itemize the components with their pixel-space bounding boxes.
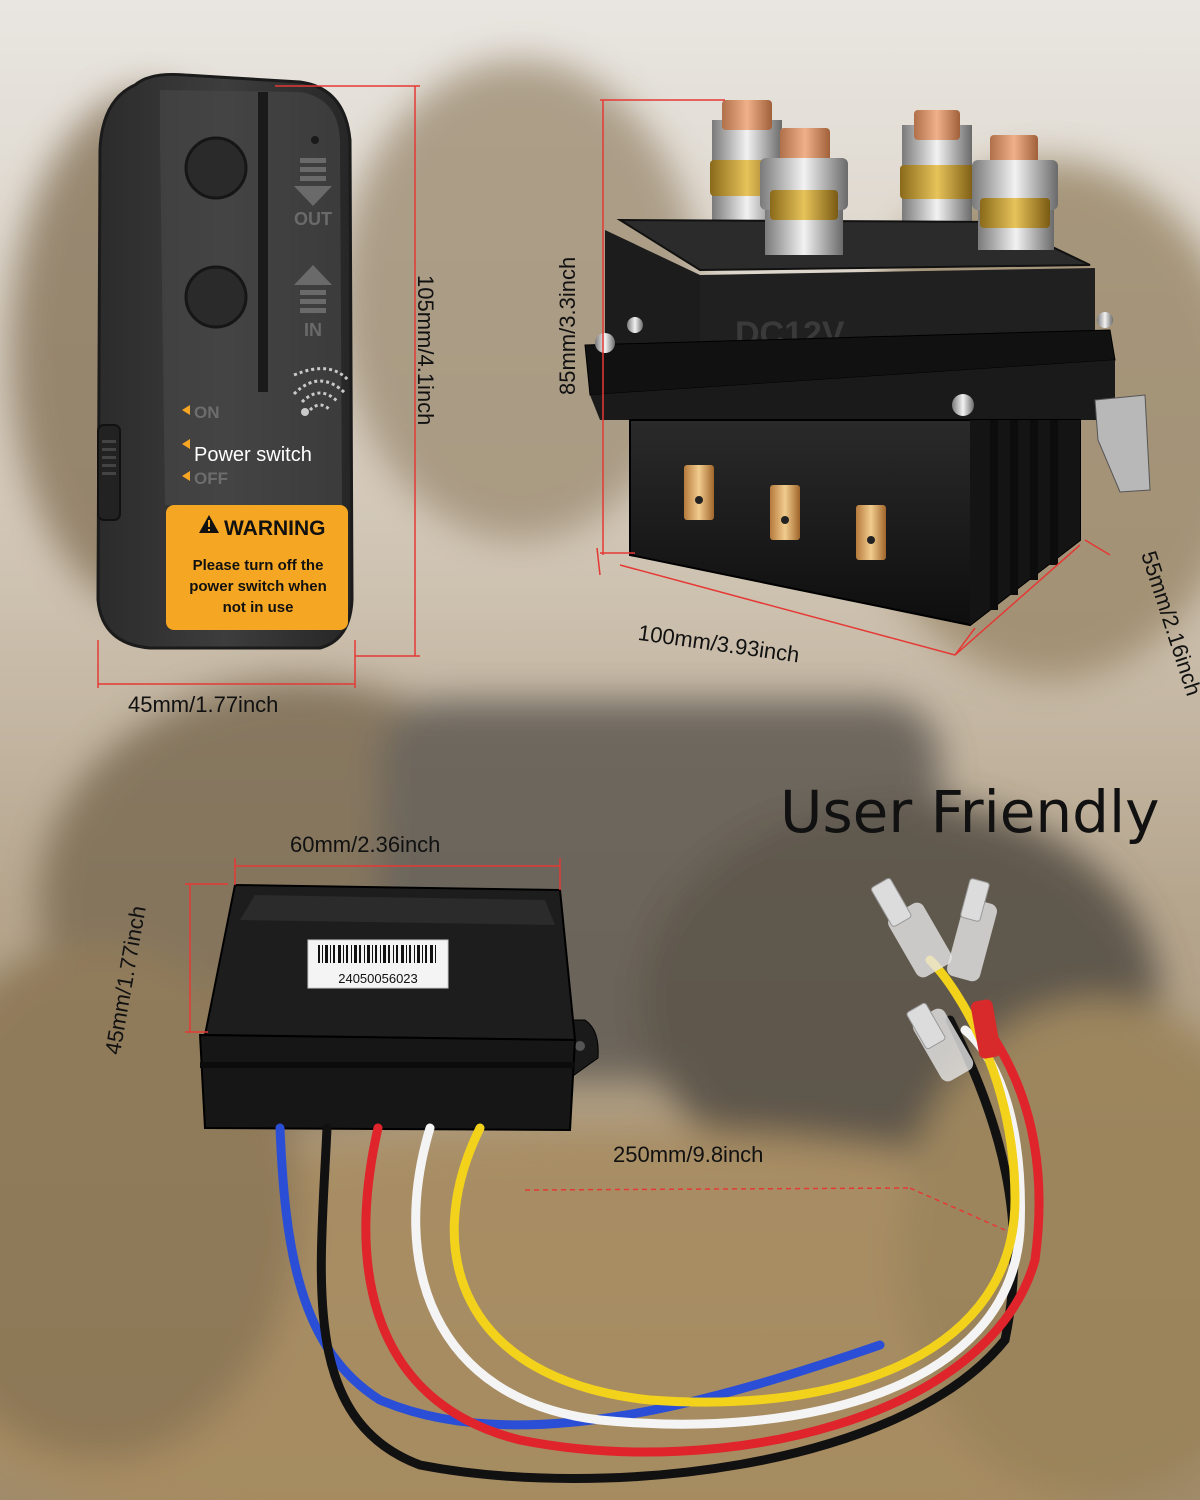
remote-in-button[interactable] bbox=[184, 265, 248, 329]
signal-dot-icon bbox=[301, 408, 309, 416]
spade-terminal bbox=[684, 465, 714, 520]
warning-text-line2: power switch when bbox=[189, 578, 327, 595]
barcode-label bbox=[307, 939, 449, 989]
arrow-up-icon bbox=[294, 265, 332, 313]
off-label: OFF bbox=[194, 469, 228, 488]
remote-width-label: 45mm/1.77inch bbox=[128, 692, 279, 717]
terminal-stud bbox=[760, 128, 848, 255]
spade-terminal bbox=[770, 485, 800, 540]
warning-text-line1: Please turn off the bbox=[193, 557, 324, 574]
barcode-icon bbox=[318, 945, 436, 963]
switch-pointer-icon bbox=[182, 439, 190, 449]
warning-label-panel bbox=[166, 505, 348, 630]
spade-terminal bbox=[856, 505, 886, 560]
wire-connectors bbox=[871, 878, 1001, 1082]
terminal-stud bbox=[972, 135, 1058, 250]
warning-text-line3: not in use bbox=[223, 599, 294, 616]
arrow-down-icon bbox=[294, 158, 332, 206]
in-label: IN bbox=[304, 320, 322, 340]
on-label: ON bbox=[194, 403, 220, 422]
on-pointer-icon bbox=[182, 405, 190, 415]
mounting-bracket bbox=[1094, 394, 1151, 493]
wireless-signal-icon bbox=[292, 367, 350, 412]
headline: User Friendly bbox=[780, 778, 1160, 846]
remote-center-groove bbox=[258, 92, 268, 392]
remote-dimension-lines bbox=[97, 85, 420, 688]
remote-controller bbox=[96, 73, 354, 650]
serial-number: 24050056023 bbox=[338, 971, 418, 986]
wire-harness bbox=[275, 955, 1044, 1483]
solenoid-dimension-lines bbox=[596, 99, 1111, 656]
receiver-box bbox=[198, 883, 599, 1132]
out-label: OUT bbox=[294, 209, 332, 229]
warning-title: WARNING bbox=[224, 517, 326, 540]
receiver-dimension-lines bbox=[185, 858, 561, 1033]
solenoid-contactor: DC12V bbox=[584, 100, 1151, 627]
wire-length-label: 250mm/9.8inch bbox=[613, 1142, 764, 1167]
wire-length-dimension-line bbox=[524, 1187, 1006, 1231]
solenoid-height-label: 85mm/3.3inch bbox=[555, 256, 580, 395]
terminal-stud bbox=[900, 110, 974, 240]
remote-height-label: 105mm/4.1inch bbox=[413, 275, 438, 426]
remote-out-button[interactable] bbox=[184, 136, 248, 200]
off-pointer-icon bbox=[182, 471, 190, 481]
led-indicator-icon bbox=[311, 136, 319, 144]
power-switch-label: Power switch bbox=[194, 444, 312, 466]
receiver-width-label: 60mm/2.36inch bbox=[290, 832, 441, 857]
